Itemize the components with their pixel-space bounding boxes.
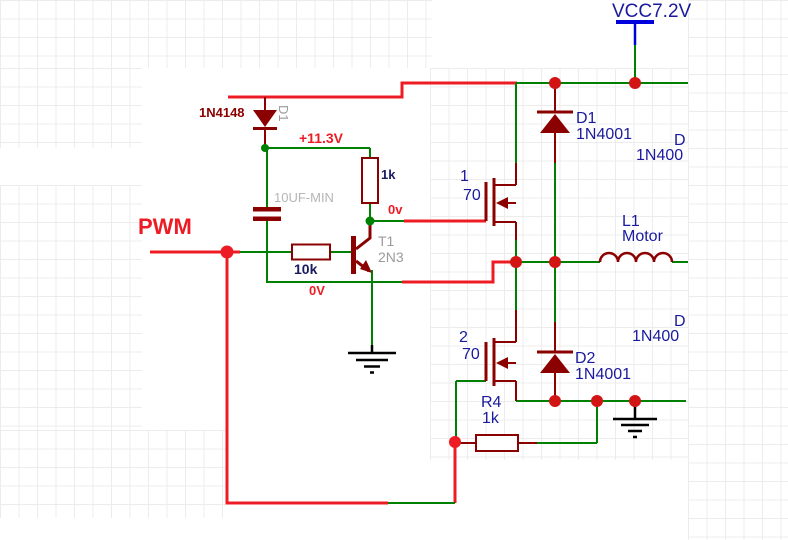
transistor-ref[interactable]: T1 xyxy=(378,233,395,249)
vcc-net-label[interactable]: VCC7.2V xyxy=(612,1,692,22)
mosfet-bottom-value[interactable]: 70 xyxy=(462,346,480,363)
grid-right-column xyxy=(688,0,788,540)
wire-pwm-net[interactable] xyxy=(150,81,517,505)
mosfet-top[interactable] xyxy=(484,163,517,240)
voltage-annotation-11v: +11.3V xyxy=(299,130,343,146)
diode-clipped-top-ref: D xyxy=(674,132,686,149)
capacitor-10uf[interactable] xyxy=(253,207,281,221)
mosfet-bottom-ref[interactable]: 2 xyxy=(459,329,468,346)
grid-bottom-left xyxy=(0,430,225,518)
resistor-10k[interactable] xyxy=(291,243,331,261)
voltage-annotation-0v-gate: 0v xyxy=(388,202,403,217)
diode-d2-ref[interactable]: D2 xyxy=(575,350,596,367)
voltage-annotation-0v-emitter: 0V xyxy=(309,283,325,298)
inductor-l1[interactable] xyxy=(598,251,674,263)
resistor-1k-vertical-value[interactable]: 1k xyxy=(381,167,396,182)
grid-left-column xyxy=(0,185,142,430)
resistor-10k-value[interactable]: 10k xyxy=(294,261,318,277)
grid-top-strip xyxy=(0,0,432,68)
diode-d1-value[interactable]: 1N4001 xyxy=(576,126,633,143)
junction-dots[interactable] xyxy=(220,77,642,448)
grid-left-upper xyxy=(0,68,142,148)
diode-d1-ref[interactable]: D1 xyxy=(576,110,597,127)
mosfet-top-ref[interactable]: 1 xyxy=(460,168,469,185)
diode-d2[interactable] xyxy=(537,322,573,401)
resistor-r4-value[interactable]: 1k xyxy=(482,410,499,427)
mosfet-bottom[interactable] xyxy=(484,310,517,401)
wire-green-nets[interactable] xyxy=(240,45,688,504)
transistor-t1[interactable] xyxy=(351,221,372,274)
resistor-1k-vertical[interactable] xyxy=(361,157,379,204)
pwm-net-label[interactable]: PWM xyxy=(138,214,192,239)
capacitor-value[interactable]: 10UF-MIN xyxy=(274,190,334,205)
ground-symbol-left[interactable] xyxy=(348,345,396,374)
diode-1n4148-value[interactable]: 1N4148 xyxy=(199,105,245,120)
inductor-value[interactable]: Motor xyxy=(622,228,663,245)
diode-clipped-bottom-ref: D xyxy=(674,313,686,330)
diode-clipped-top-value: 1N400 xyxy=(636,147,684,164)
diode-1n4148[interactable] xyxy=(253,97,277,148)
diode-1n4148-ref[interactable]: D1 xyxy=(276,105,291,122)
inductor-ref[interactable]: L1 xyxy=(622,213,640,230)
vcc-power-symbol[interactable] xyxy=(616,20,654,45)
mosfet-top-value[interactable]: 70 xyxy=(463,187,481,204)
diode-d2-value[interactable]: 1N4001 xyxy=(575,366,632,383)
resistor-r4[interactable] xyxy=(455,434,537,452)
transistor-value[interactable]: 2N3 xyxy=(378,249,404,265)
resistor-r4-ref[interactable]: R4 xyxy=(481,394,502,411)
diode-d1[interactable] xyxy=(537,83,573,163)
diode-clipped-bottom-value: 1N400 xyxy=(632,328,680,345)
